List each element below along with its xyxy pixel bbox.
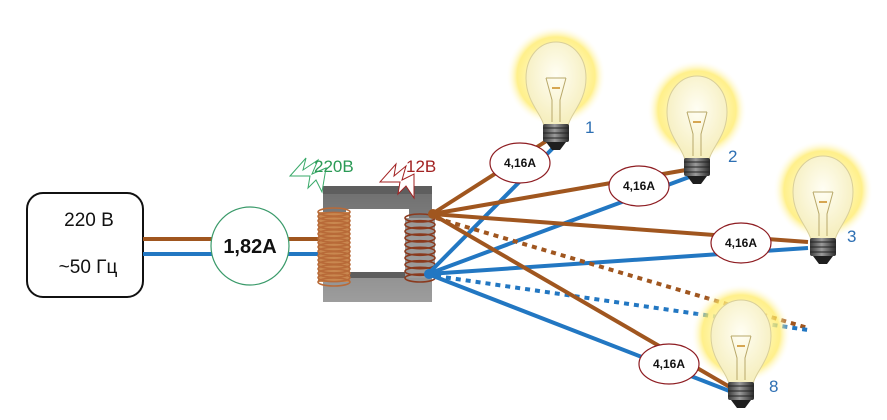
coil-winding: [404, 253, 436, 263]
lamp-3: 3: [772, 139, 874, 265]
lamp-3-number: 3: [847, 227, 856, 246]
lamp-1-current-label: 4,16А: [504, 156, 536, 170]
power-source: 220 В ~50 Гц: [26, 192, 144, 298]
coil-winding: [404, 233, 436, 243]
lamp-1: 1: [505, 25, 607, 151]
coil-winding: [404, 246, 436, 257]
lamp-2-current: 4,16А: [608, 165, 670, 207]
lamp-3-current: 4,16А: [710, 222, 772, 264]
primary-voltage-label: 220В: [314, 157, 354, 176]
secondary-lightning-icon: [378, 162, 415, 200]
primary-coil: [317, 207, 351, 287]
lamp-8-current-ellipse: [638, 343, 700, 385]
coil-winding: [317, 277, 351, 287]
primary-current-label: 1,82А: [223, 236, 276, 258]
source-box: [26, 192, 144, 298]
transformer: 220В 12В: [288, 157, 436, 302]
coil-winding: [404, 226, 436, 237]
lamp-2: 2: [646, 59, 748, 185]
primary-current-indicator: 1,82А: [210, 206, 290, 286]
source-frequency-label: ~50 Гц: [59, 257, 118, 278]
lamp-3-current-ellipse: [710, 222, 772, 264]
primary-current-circle: [210, 206, 290, 286]
lamp-2-current-label: 4,16А: [623, 179, 655, 193]
coil-winding: [317, 272, 351, 283]
source-voltage-label: 220 В: [64, 210, 114, 231]
lamp-3-current-label: 4,16А: [725, 236, 757, 250]
secondary-voltage-label: 12В: [406, 157, 436, 176]
coil-winding: [404, 219, 436, 230]
lamp-1-current: 4,16А: [489, 142, 551, 184]
secondary-coil: [404, 213, 436, 283]
lamp-2-number: 2: [728, 147, 737, 166]
lamp-1-current-ellipse: [489, 142, 551, 184]
lamp-2-current-ellipse: [608, 165, 670, 207]
lamp-1-number: 1: [585, 118, 594, 137]
lamp-8-number: 8: [769, 377, 778, 396]
lamp-8: 8: [690, 283, 792, 409]
coil-winding: [404, 239, 436, 250]
lamp-8-current: 4,16А: [638, 343, 700, 385]
lamp-8-current-label: 4,16А: [653, 357, 685, 371]
primary-lightning-icon: [288, 157, 327, 194]
